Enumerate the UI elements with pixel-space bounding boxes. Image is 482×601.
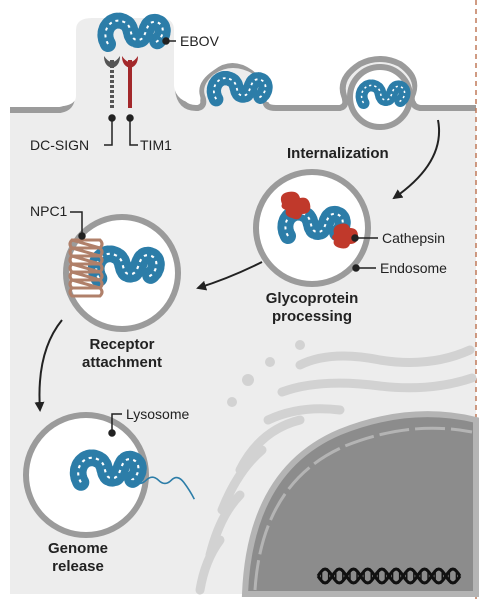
- virus-attached: [97, 12, 171, 52]
- lysosome-label: Lysosome: [126, 406, 190, 422]
- virus-receptor: [87, 245, 165, 287]
- receptor-label-line2: attachment: [81, 354, 163, 371]
- endoplasmic-reticulum: [195, 345, 477, 595]
- virus-internalized: [355, 79, 411, 109]
- endosome-label: Endosome: [380, 260, 447, 276]
- internalization-label: Internalization: [287, 145, 389, 162]
- cathepsin-label: Cathepsin: [382, 230, 446, 246]
- cathepsin-enzymes: [280, 191, 358, 249]
- dc-sign-label: DC-SIGN: [30, 137, 90, 153]
- npc1-label: NPC1: [30, 203, 68, 219]
- dc-sign-receptor: [104, 56, 120, 108]
- npc1-receptor: [68, 238, 104, 298]
- virus-lysosome: [69, 449, 196, 500]
- receptor-label-line1: Receptor: [89, 336, 155, 353]
- dna-helix: [316, 567, 462, 585]
- virus-budding: [206, 71, 273, 107]
- ebov-label: EBOV: [180, 33, 219, 49]
- tim1-receptor: [122, 56, 138, 108]
- nucleus: [241, 411, 479, 597]
- tim1-label: TIM1: [140, 137, 172, 153]
- glycoprotein-label-line2: processing: [271, 308, 353, 325]
- genome-label-line1: Genome: [47, 540, 108, 557]
- vesicles: [227, 340, 305, 407]
- process-arrows: [34, 119, 440, 412]
- glycoprotein-label-line1: Glycoprotein: [265, 290, 359, 307]
- leader-lines: [70, 37, 378, 437]
- genome-label-line2: release: [52, 558, 104, 575]
